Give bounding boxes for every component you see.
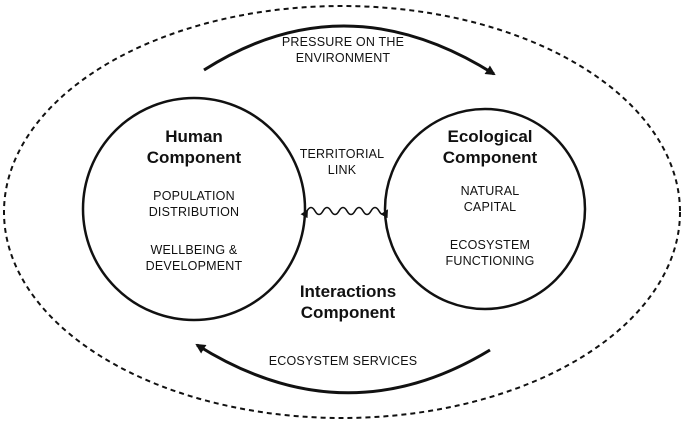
human-title: Human Component <box>146 127 242 168</box>
territorial-link-wave <box>300 206 388 219</box>
human-component-circle <box>81 96 307 322</box>
human-item-population: POPULATION DISTRIBUTION <box>148 189 240 219</box>
interactions-title: Interactions Component <box>299 282 397 323</box>
ecological-title: Ecological Component <box>442 127 538 168</box>
interactions-boundary-ellipse <box>3 5 681 419</box>
pressure-arrow <box>203 24 496 76</box>
pressure-label: PRESSURE ON THE ENVIRONMENT <box>281 35 405 65</box>
ecological-item-ecosystem-functioning: ECOSYSTEM FUNCTIONING <box>445 238 535 268</box>
territorial-link-label: TERRITORIAL LINK <box>299 147 385 177</box>
ecosystem-services-label: ECOSYSTEM SERVICES <box>268 354 418 368</box>
ecosystem-services-arrow <box>195 343 491 395</box>
human-item-wellbeing: WELLBEING & DEVELOPMENT <box>145 243 243 273</box>
ecological-component-circle <box>383 107 587 311</box>
ecological-item-natural-capital: NATURAL CAPITAL <box>460 184 520 214</box>
